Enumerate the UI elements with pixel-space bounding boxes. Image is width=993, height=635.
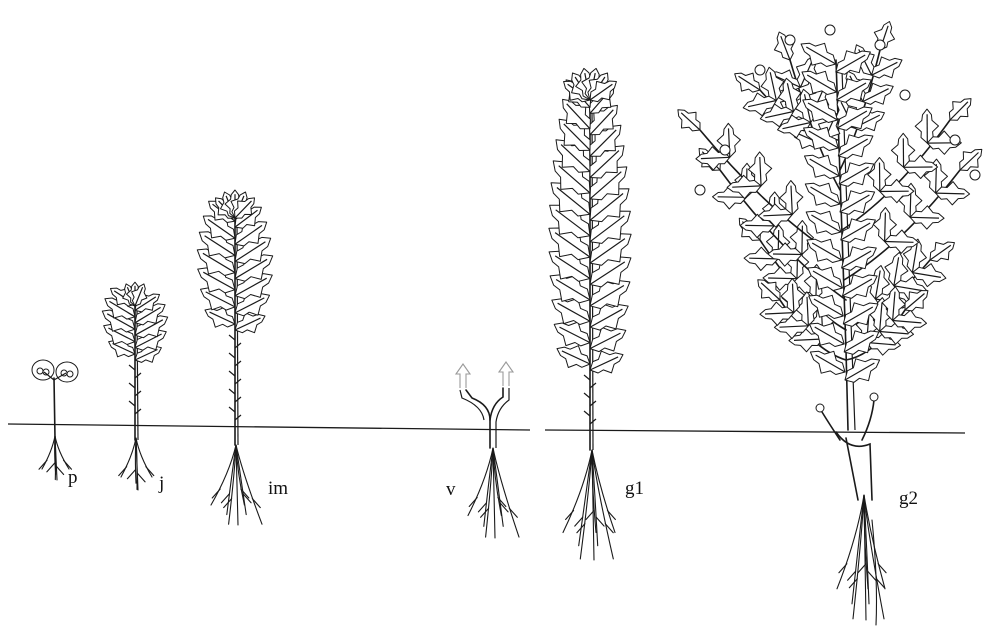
old-stem-tip	[870, 393, 878, 401]
leaf-midrib	[802, 226, 803, 255]
caudex	[836, 432, 872, 500]
flower-head	[950, 135, 960, 145]
rootlet	[137, 473, 145, 482]
scale-leaf	[229, 407, 235, 412]
stage-label-j: j	[159, 474, 164, 493]
root	[563, 450, 592, 533]
rootlet	[127, 470, 135, 479]
old-stem	[862, 400, 874, 440]
leaf	[807, 239, 842, 262]
growth-arrow-icon	[499, 362, 513, 386]
flower-head	[900, 90, 910, 100]
rootlet	[868, 571, 876, 580]
old-stem-tip	[816, 404, 824, 412]
taproot	[872, 520, 877, 625]
leaf	[735, 73, 760, 92]
stem	[466, 390, 490, 448]
rootlet	[47, 463, 55, 472]
rootlet	[252, 499, 260, 508]
rootlet	[839, 564, 847, 573]
leaf-midrib	[718, 197, 747, 198]
root	[837, 495, 864, 589]
flower-head	[970, 170, 980, 180]
flower-head	[755, 65, 765, 75]
leaf-midrib	[885, 242, 914, 243]
leaf	[552, 298, 590, 324]
scale-leaf	[584, 411, 590, 416]
old-stem	[822, 412, 840, 440]
scale-leaf	[584, 375, 590, 380]
cotyledon-vein	[37, 368, 43, 374]
plant-v	[456, 362, 519, 538]
stage-label-p: p	[68, 468, 78, 487]
leaf-midrib	[910, 217, 939, 218]
scale-leaf	[229, 389, 235, 394]
leaf	[805, 183, 840, 206]
scale-leaf	[129, 365, 135, 370]
plant-g2	[678, 22, 982, 626]
rootlet	[596, 517, 604, 526]
root	[853, 495, 864, 619]
leaf	[805, 155, 840, 178]
root	[579, 450, 592, 546]
stem-edge	[460, 390, 484, 420]
root	[580, 450, 592, 559]
stem	[490, 388, 503, 420]
ground-line-right	[545, 430, 965, 433]
stem	[54, 378, 55, 438]
leaf-midrib	[773, 254, 802, 255]
scale-leaf	[129, 401, 135, 406]
leaf	[810, 351, 845, 374]
flower-head	[825, 25, 835, 35]
flower-head	[720, 145, 730, 155]
plant-j	[102, 282, 167, 490]
plant-im	[197, 190, 272, 525]
stage-label-g2: g2	[899, 489, 918, 508]
leaf-midrib	[936, 193, 965, 194]
plant-g1	[549, 68, 631, 560]
flower-head	[875, 40, 885, 50]
scale-leaf	[584, 393, 590, 398]
root	[852, 495, 864, 604]
flower-head	[695, 185, 705, 195]
scale-leaf	[129, 383, 135, 388]
scale-leaf	[229, 353, 235, 358]
leaf	[806, 211, 841, 234]
leaf-midrib	[885, 213, 886, 242]
stage-label-v: v	[446, 480, 456, 499]
growth-arrow-icon	[456, 364, 470, 388]
flower-head	[785, 35, 795, 45]
stage-label-im: im	[268, 479, 288, 498]
stage-label-g1: g1	[625, 479, 644, 498]
scale-leaf	[229, 335, 235, 340]
plant-p	[32, 360, 78, 480]
scale-leaf	[229, 371, 235, 376]
ground-line-left	[8, 424, 530, 430]
cotyledon-vein	[67, 371, 73, 377]
leaf-midrib	[745, 225, 774, 226]
